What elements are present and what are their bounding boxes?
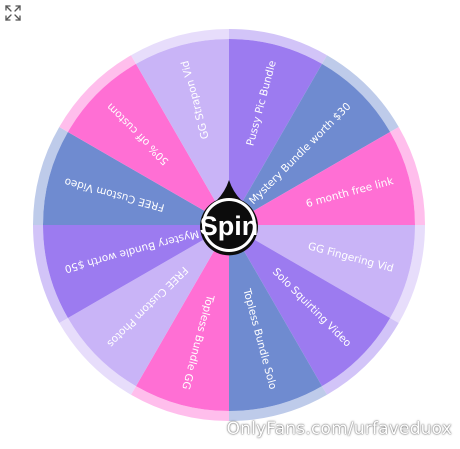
wheel-segment[interactable] [229, 225, 415, 318]
wheel-segment[interactable] [43, 225, 229, 318]
wheel-rim-segment [229, 386, 327, 421]
wheel-rim-segment [59, 55, 137, 133]
wheel-segment[interactable] [67, 225, 229, 387]
wheel-segment[interactable] [229, 132, 415, 225]
spin-button[interactable]: Spin [200, 180, 259, 256]
wheel-segment[interactable] [136, 39, 229, 225]
wheel-segment[interactable] [67, 63, 229, 225]
wheel-segment[interactable] [229, 39, 322, 225]
wheel-rim-segment [33, 225, 68, 323]
wheel-segment[interactable] [229, 225, 322, 411]
wheel-segment[interactable] [229, 225, 391, 387]
spin-label[interactable]: Spin [200, 211, 259, 241]
wheel-rim-segment [59, 318, 137, 395]
wheel-rim-segment [390, 127, 425, 225]
wheel-rim-segment [131, 29, 229, 64]
wheel-segment[interactable] [43, 132, 229, 225]
wheel-rim-segment [390, 225, 425, 323]
wheel-rim-segment [131, 386, 229, 421]
wheel-segment[interactable] [136, 225, 229, 411]
watermark-text: OnlyFans.com/urfaveduox [226, 419, 452, 439]
expand-icon[interactable] [2, 2, 24, 24]
hub-core [205, 201, 253, 249]
wheel-rim-segment [322, 55, 399, 133]
wheel-rim-segment [229, 29, 327, 64]
wheel-rim-segment [33, 127, 68, 225]
wheel-rim-segment [322, 318, 399, 395]
wheel-segment[interactable] [229, 63, 391, 225]
